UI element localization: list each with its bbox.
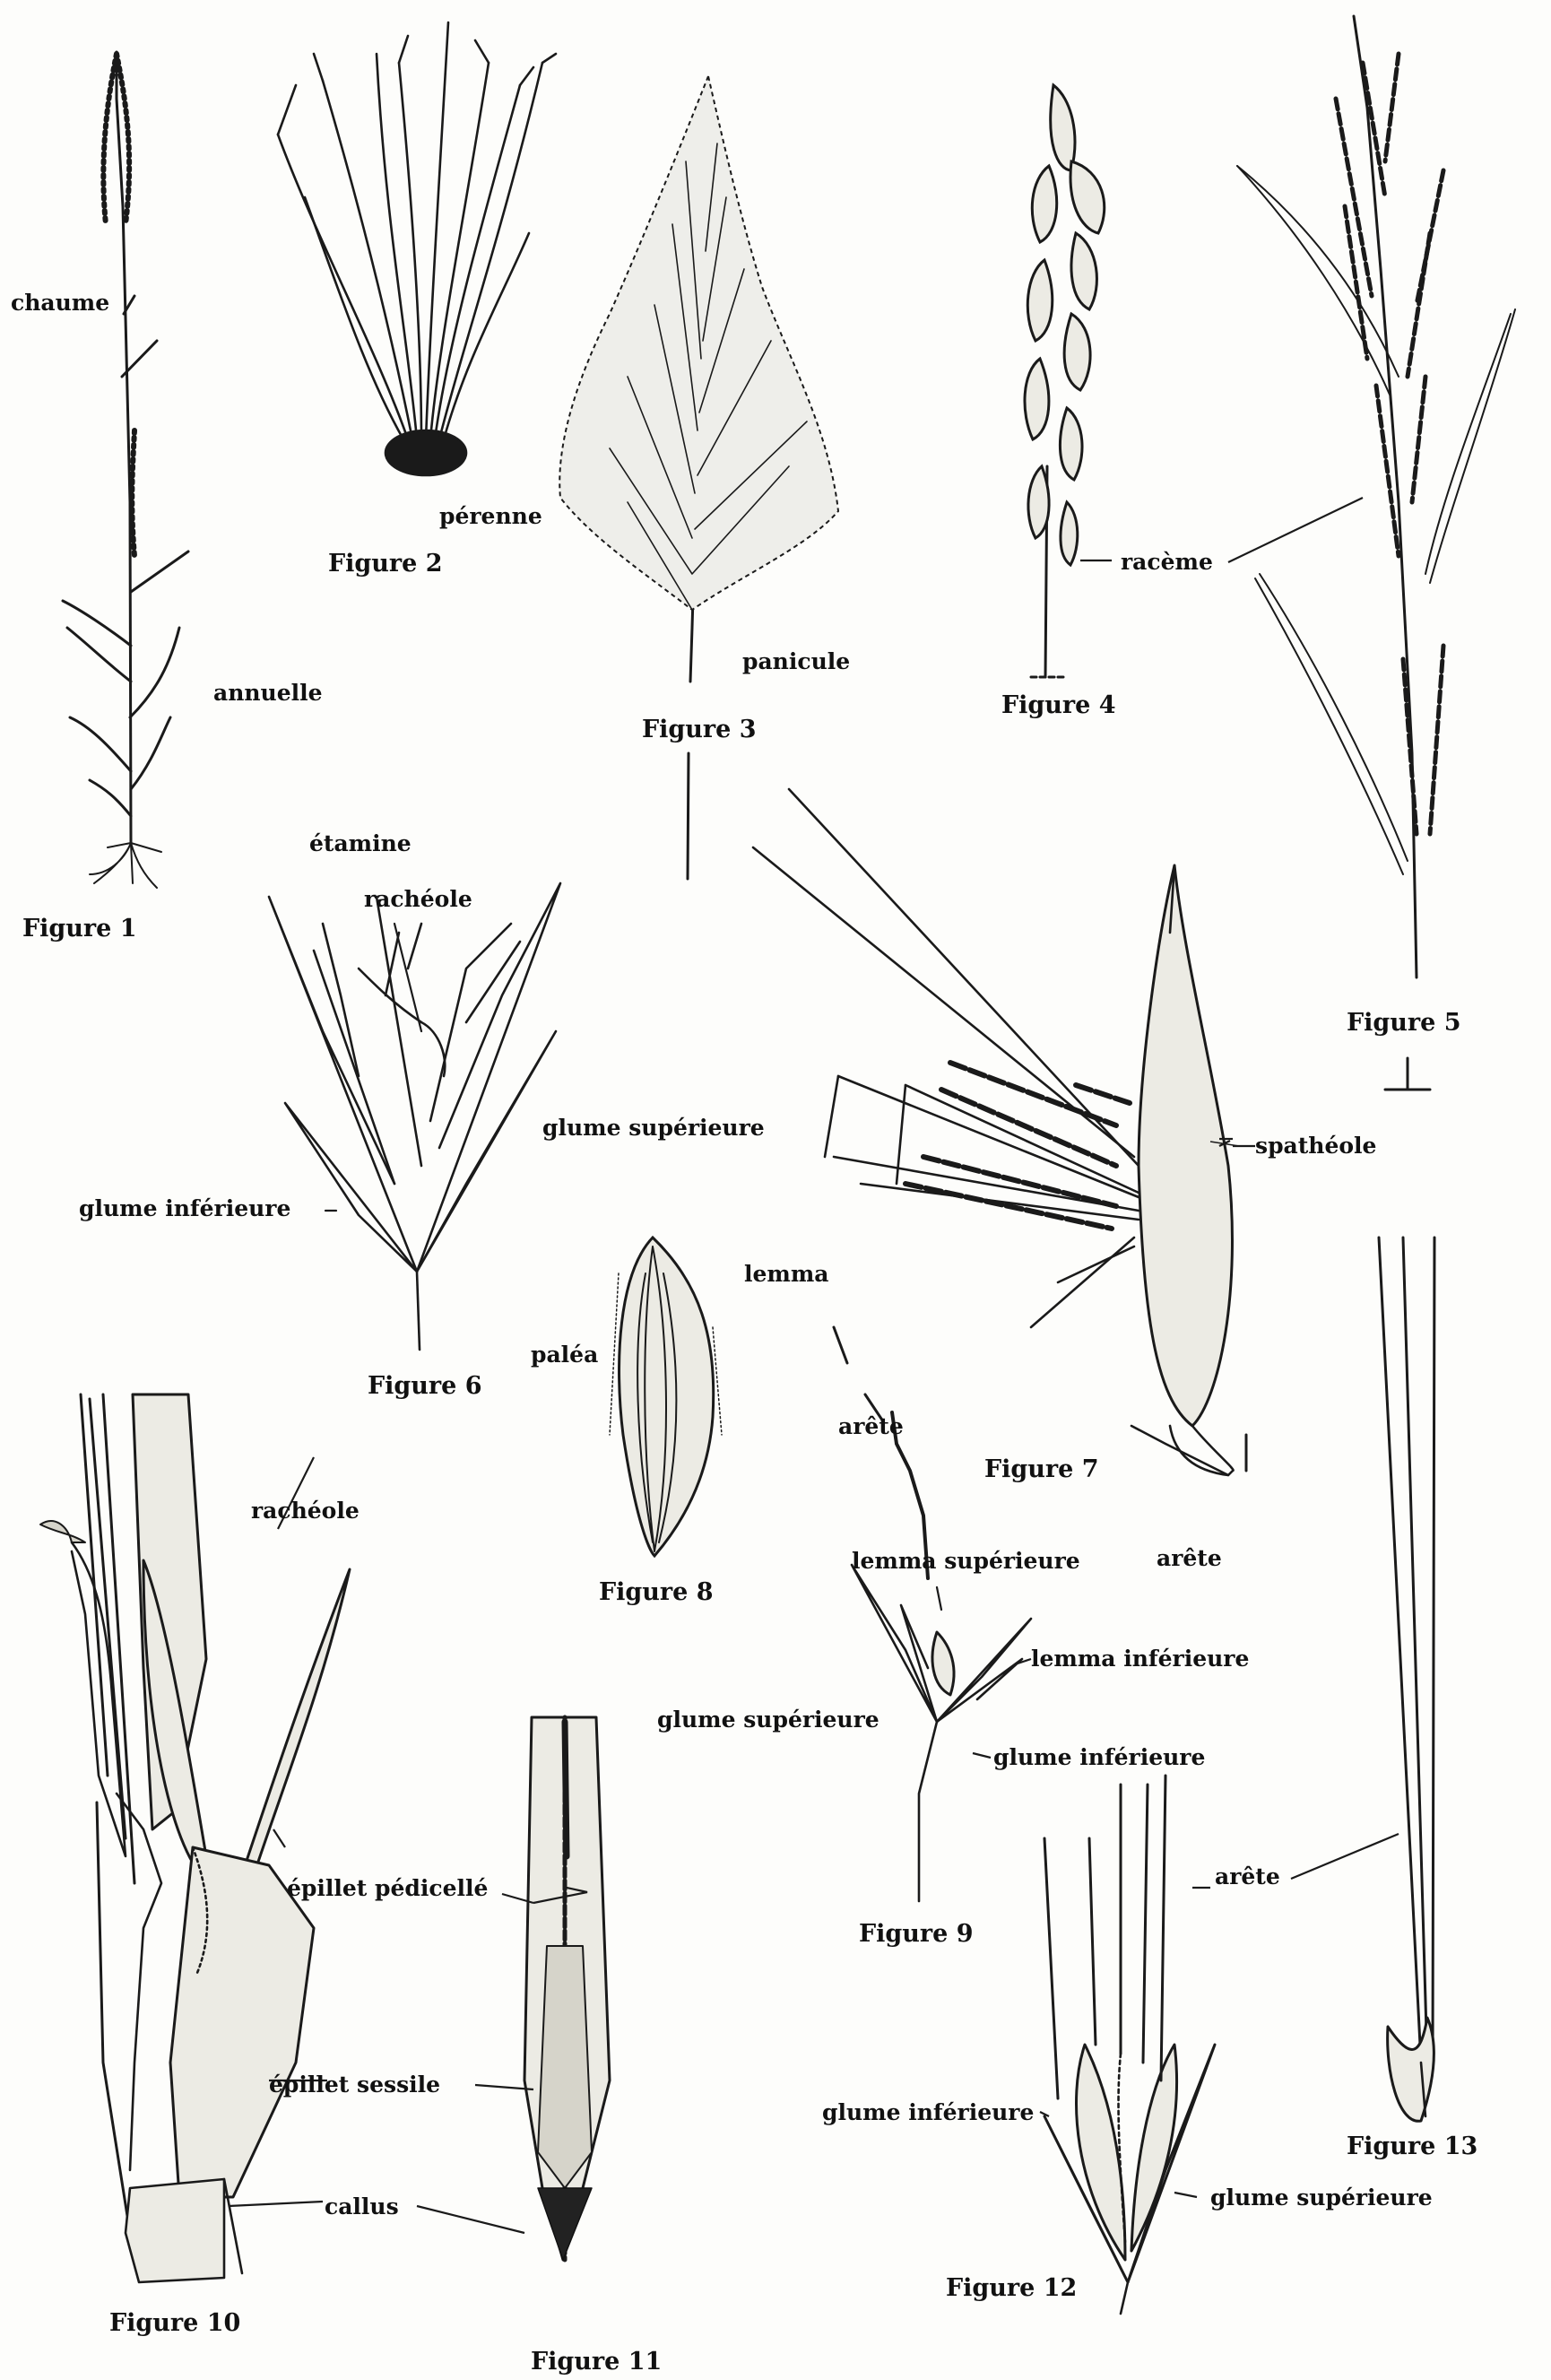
caption-figure-5: Figure 5 [1347, 1011, 1461, 1035]
label-etamine: étamine [309, 832, 412, 855]
label-lemma-fig8: lemma [744, 1263, 829, 1285]
caption-figure-1: Figure 1 [22, 916, 137, 941]
label-racheole-fig6: rachéole [364, 888, 472, 910]
label-glume-superieure-fig9: glume supérieure [657, 1708, 879, 1731]
label-chaume: chaume [11, 291, 109, 314]
caption-figure-3: Figure 3 [642, 717, 757, 742]
label-raceme: racème [1121, 551, 1213, 573]
label-epillet-pedicelle: épillet pédicellé [287, 1877, 488, 1899]
label-callus: callus [325, 2195, 399, 2218]
caption-figure-10: Figure 10 [109, 2311, 240, 2335]
label-lemma-superieure: lemma supérieure [852, 1550, 1080, 1572]
label-glume-inferieure-fig9: glume inférieure [993, 1746, 1205, 1768]
label-arete-fig7: arête [1157, 1547, 1222, 1569]
label-perenne: pérenne [439, 505, 542, 527]
figure-5-branched-raceme-drawing [1237, 16, 1515, 1090]
label-racheole-fig10: rachéole [251, 1499, 360, 1522]
caption-figure-11: Figure 11 [531, 2350, 662, 2374]
label-epillet-sessile: épillet sessile [269, 2073, 440, 2096]
label-spatheole: spathéole [1255, 1134, 1376, 1157]
caption-figure-2: Figure 2 [328, 552, 443, 576]
label-glume-inferieure-fig12: glume inférieure [822, 2101, 1034, 2124]
figure-3-panicle-drawing [559, 76, 838, 879]
caption-figure-13: Figure 13 [1347, 2134, 1477, 2159]
label-arete-fig12: arête [1215, 1865, 1280, 1888]
caption-figure-8: Figure 8 [599, 1580, 714, 1604]
figure-4-raceme-drawing [1025, 85, 1112, 677]
figure-10-spikelet-pair-drawing [40, 1394, 350, 2282]
figure-12-awned-spikelet-drawing [1044, 1776, 1215, 2314]
label-glume-superieure-fig12: glume supérieure [1210, 2186, 1433, 2209]
caption-figure-7: Figure 7 [984, 1457, 1099, 1481]
figure-1-annual-plant-drawing [63, 52, 188, 888]
label-lemma-inferieure: lemma inférieure [1031, 1647, 1249, 1670]
label-glume-inferieure-fig6: glume inférieure [79, 1197, 290, 1220]
label-palea: paléa [531, 1343, 598, 1366]
figure-6-spikelet-drawing [269, 883, 560, 1350]
figure-2-perennial-tuft-drawing [278, 22, 556, 475]
label-annuelle: annuelle [213, 682, 323, 704]
figure-13-long-awn-drawing [1379, 1238, 1434, 2121]
label-panicule: panicule [742, 650, 850, 673]
figure-7-spatheole-drawing [753, 789, 1246, 1475]
label-glume-superieure-fig6: glume supérieure [542, 1116, 765, 1139]
caption-figure-6: Figure 6 [368, 1374, 482, 1398]
caption-figure-12: Figure 12 [946, 2276, 1077, 2300]
label-arete-fig9: arête [838, 1415, 904, 1438]
caption-figure-9: Figure 9 [859, 1922, 974, 1946]
caption-figure-4: Figure 4 [1001, 693, 1116, 717]
figure-8-lemma-palea-drawing [610, 1238, 722, 1556]
leader-lines [229, 498, 1399, 2233]
figure-11-spikelet-drawing [524, 1717, 610, 2260]
